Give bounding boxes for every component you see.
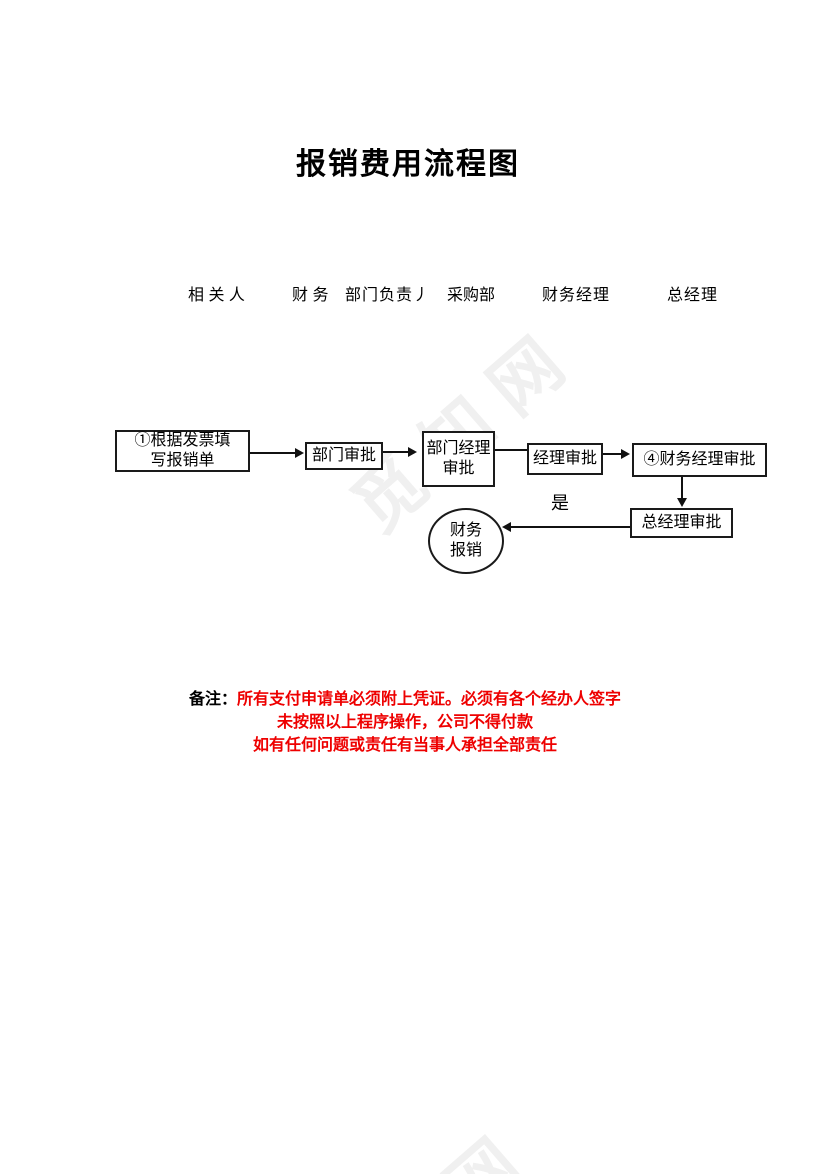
note-line-3: 如有任何问题或责任有当事人承担全部责任 [252, 737, 557, 754]
flow-step-finance-manager-approval: ④财务经理审批 [632, 443, 767, 477]
flow-step-text: ④财务经理审批 [643, 451, 756, 468]
lane-label-general-manager: 总经理 [667, 287, 719, 304]
arrowhead-right-icon [408, 447, 417, 457]
flow-step-text: 写报销单 [150, 452, 215, 469]
arrowhead-right-icon [621, 449, 630, 459]
flow-step-dept-manager-approval: 部门经理 审批 [422, 431, 495, 487]
arrowhead-down-icon [677, 498, 687, 507]
flow-step-text: ①根据发票填 [134, 432, 231, 449]
flow-step-text: 审批 [442, 460, 475, 477]
flow-step-text: 部门审批 [311, 447, 376, 464]
lane-label-related-person: 相 关 人 [188, 287, 245, 304]
flow-step-text: 总经理审批 [641, 514, 722, 531]
arrow-deptapproval-to-deptmanager [383, 451, 409, 453]
page-title: 报销费用流程图 [296, 148, 520, 181]
arrowhead-right-icon [295, 448, 304, 458]
watermark-text-bottom: 觅知网 [284, 1099, 554, 1174]
lane-label-purchasing-dept: 采购部 [447, 287, 496, 304]
yes-label: 是 [551, 493, 569, 513]
arrow-fillform-to-deptapproval [250, 452, 296, 454]
arrow-manager-to-financemanager [603, 453, 622, 455]
arrow-generalmanager-to-reimburse [511, 526, 630, 528]
lane-label-dept-head: 部门负责丿 [345, 287, 431, 304]
arrowhead-left-icon [502, 522, 511, 532]
note-prefix: 备注： [188, 691, 237, 708]
connector-deptmanager-to-manager [495, 449, 527, 451]
note-text: 所有支付申请单必须附上凭证。必须有各个经办人签字 [237, 691, 622, 708]
flow-step-manager-approval: 经理审批 [527, 443, 603, 475]
flow-step-general-manager-approval: 总经理审批 [630, 508, 733, 538]
flow-step-dept-approval: 部门审批 [305, 442, 383, 470]
note-block: 备注：所有支付申请单必须附上凭证。必须有各个经办人签字 未按照以上程序操作，公司… [0, 688, 810, 757]
note-line-2: 未按照以上程序操作，公司不得付款 [276, 714, 533, 731]
lane-label-finance: 财 务 [292, 287, 329, 304]
flow-step-fill-form: ①根据发票填 写报销单 [115, 430, 250, 472]
flow-end-finance-reimburse: 财务 报销 [428, 508, 504, 574]
arrow-financemanager-to-generalmanager [681, 477, 683, 499]
flow-step-text: 报销 [449, 542, 482, 559]
flow-step-text: 财务 [449, 522, 482, 539]
note-line-1: 备注：所有支付申请单必须附上凭证。必须有各个经办人签字 [0, 688, 810, 711]
flow-step-text: 经理审批 [532, 450, 597, 467]
lane-label-finance-manager: 财务经理 [542, 287, 611, 304]
flow-step-text: 部门经理 [426, 440, 491, 457]
